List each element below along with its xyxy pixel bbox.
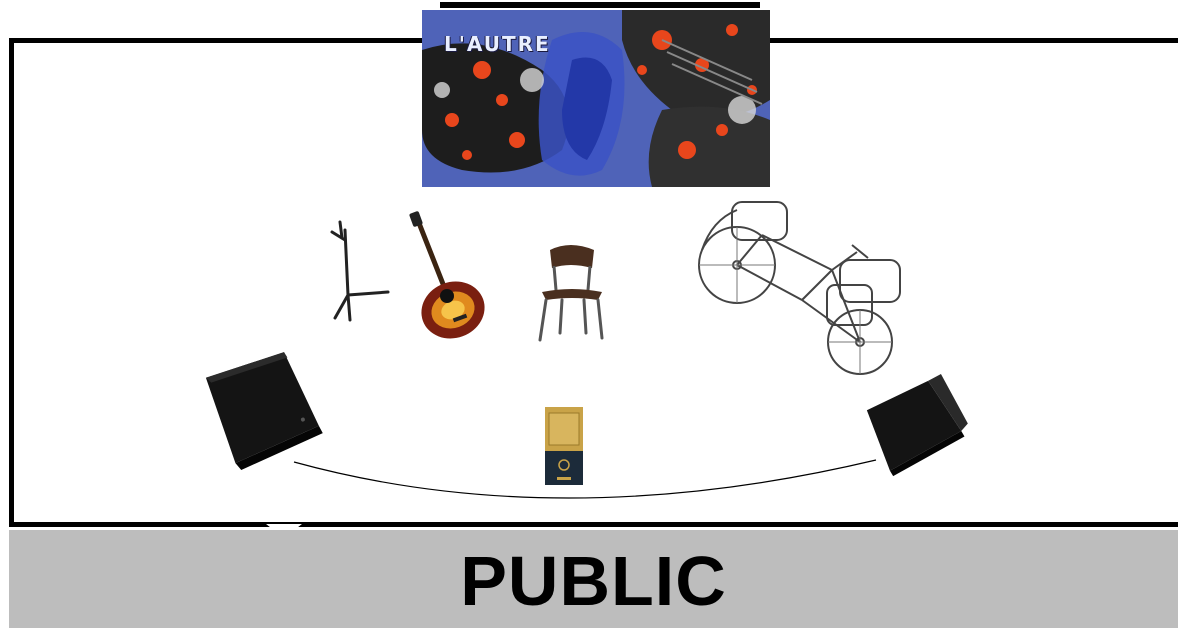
audience-area: PUBLIC [9, 530, 1178, 628]
audience-label: PUBLIC [460, 546, 727, 616]
